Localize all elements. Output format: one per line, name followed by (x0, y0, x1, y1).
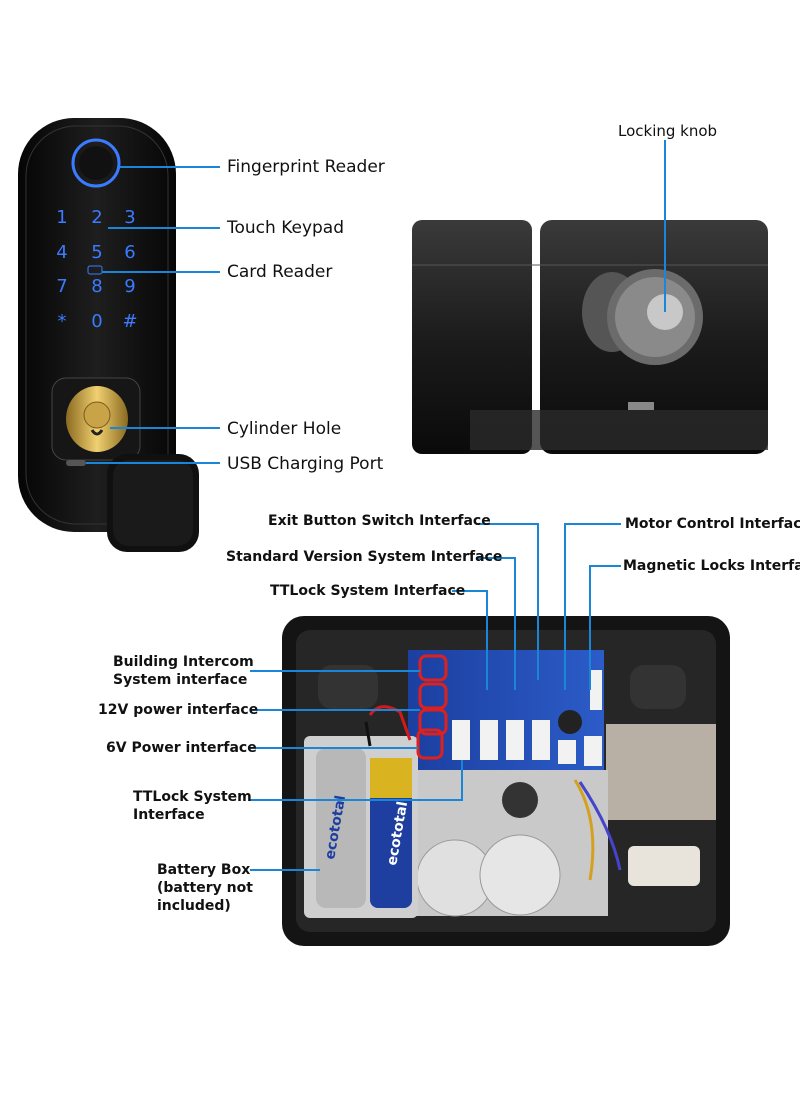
label-cylinder-hole: Cylinder Hole (227, 419, 342, 439)
usb-port (66, 460, 86, 466)
label-card-reader: Card Reader (227, 262, 333, 282)
label-ttlock-system-2: Interface (133, 807, 205, 823)
label-standard-version-interface: Standard Version System Interface (226, 549, 503, 565)
keypad-key: * (58, 311, 67, 332)
label-motor-control-interface: Motor Control Interface (625, 516, 800, 532)
battery-box (304, 736, 418, 918)
callout-lines (86, 140, 666, 871)
keypad-key: 5 (91, 242, 102, 263)
keypad-key: 7 (56, 276, 67, 297)
label-battery-box-3: included) (157, 898, 231, 914)
label-building-intercom-1: Building Intercom (113, 654, 254, 670)
lock-box-interior: ecototal ecototal (282, 616, 730, 946)
label-battery-box-1: Battery Box (157, 862, 251, 878)
keypad-key: 1 (56, 207, 67, 228)
label-fingerprint-reader: Fingerprint Reader (227, 157, 385, 177)
label-usb-charging-port: USB Charging Port (227, 454, 384, 474)
label-6v-power-interface: 6V Power interface (106, 740, 257, 756)
label-ttlock-system-interface-top: TTLock System Interface (270, 583, 466, 599)
lock-box-exterior (412, 220, 768, 454)
label-12v-power-interface: 12V power interface (98, 702, 259, 718)
smart-lock-panel: 1 2 3 4 5 6 7 8 9 * 0 # (18, 118, 176, 532)
keypad-key: 2 (91, 207, 102, 228)
latch-bracket (606, 724, 716, 820)
label-exit-button-interface: Exit Button Switch Interface (268, 513, 491, 529)
keypad-key: 3 (124, 207, 135, 228)
locking-knob-graphic (582, 269, 703, 365)
connector-highlights (416, 654, 448, 760)
label-battery-box-2: (battery not (157, 880, 253, 896)
keypad-key: 4 (56, 242, 67, 263)
label-ttlock-system-1: TTLock System (133, 789, 252, 805)
keypad-key: # (122, 311, 137, 332)
label-locking-knob: Locking knob (618, 122, 718, 140)
keypad-key: 6 (124, 242, 135, 263)
keypad-digits: 1 2 3 4 5 6 7 8 9 * 0 # (56, 207, 137, 332)
keypad-key: 9 (124, 276, 135, 297)
keypad-key: 0 (91, 311, 102, 332)
label-touch-keypad: Touch Keypad (227, 218, 345, 238)
label-magnetic-locks-interface: Magnetic Locks Interface (623, 558, 800, 574)
keypad-key: 8 (91, 276, 102, 297)
fingerprint-sensor-icon (71, 138, 121, 188)
label-building-intercom-2: System interface (113, 672, 248, 688)
